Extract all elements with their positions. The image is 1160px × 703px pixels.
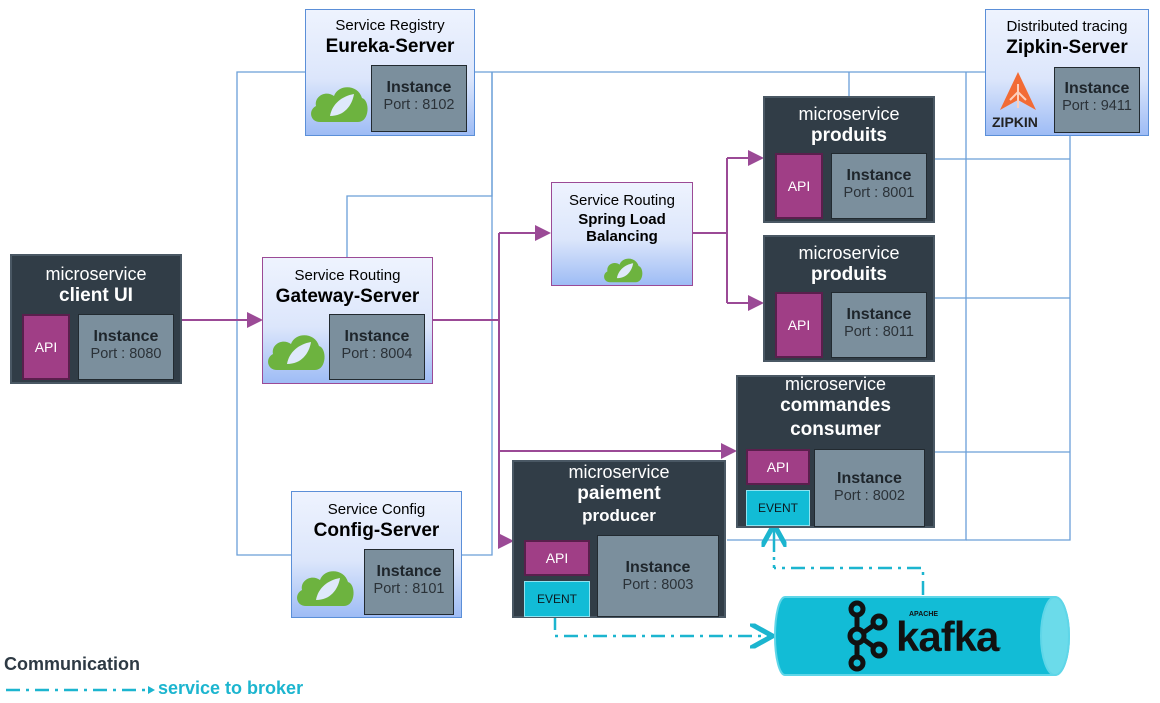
paiement-instance: Instance Port : 8003 <box>597 535 719 617</box>
paiement-api[interactable]: API <box>524 540 590 576</box>
instance-label: Instance <box>846 167 912 184</box>
eureka-instance: Instance Port : 8102 <box>371 65 467 132</box>
line-paiement-to-kafka <box>553 616 770 636</box>
config-server-node[interactable]: Service Config Config-Server Instance Po… <box>291 491 462 618</box>
zipkin-title: Zipkin-Server <box>1006 37 1128 58</box>
commandes-title-line1: commandes <box>780 395 891 416</box>
gateway-instance: Instance Port : 8004 <box>329 314 425 380</box>
kafka-cylinder <box>774 596 1070 676</box>
line-kafka-to-commandes <box>774 566 925 595</box>
routing-lines <box>182 150 764 549</box>
load-balancer-node[interactable]: Service Routing Spring Load Balancing <box>551 182 693 286</box>
port-label: Port : 8004 <box>341 346 413 362</box>
gateway-title: Gateway-Server <box>275 286 420 307</box>
load-balancer-subtitle: Service Routing <box>569 192 675 209</box>
eureka-server-node[interactable]: Service Registry Eureka-Server Instance … <box>305 9 475 136</box>
client-ui-instance: Instance Port : 8080 <box>78 314 174 380</box>
paiement-node[interactable]: microservice paiement producer API EVENT… <box>512 460 726 618</box>
produits-1-node[interactable]: microservice produits API Instance Port … <box>763 96 935 223</box>
commandes-node[interactable]: microservice commandes consumer API EVEN… <box>736 374 935 528</box>
zipkin-server-node[interactable]: Distributed tracing Zipkin-Server ZIPKIN… <box>985 9 1149 136</box>
gateway-server-node[interactable]: Service Routing Gateway-Server Instance … <box>262 257 433 384</box>
produits-1-subtitle: microservice <box>798 104 900 124</box>
instance-label: Instance <box>376 563 442 580</box>
kafka-broker-node[interactable]: APACHE kafka ™ <box>773 595 1073 677</box>
registry-lines <box>236 71 1071 556</box>
line-eureka-left-loop <box>236 71 305 556</box>
port-label: Port : 8080 <box>90 346 162 362</box>
eureka-title: Eureka-Server <box>325 36 455 57</box>
port-label: Port : 8101 <box>373 581 445 597</box>
port-label: Port : 8001 <box>843 185 915 201</box>
client-ui-api[interactable]: API <box>22 314 70 380</box>
instance-label: Instance <box>625 559 691 576</box>
commandes-subtitle: microservice <box>784 374 886 394</box>
gateway-subtitle: Service Routing <box>294 267 401 284</box>
port-label: Port : 8002 <box>834 488 905 504</box>
instance-label: Instance <box>1064 80 1130 97</box>
commandes-instance: Instance Port : 8002 <box>814 449 925 527</box>
paiement-event[interactable]: EVENT <box>524 581 590 617</box>
load-balancer-title-line2: Balancing <box>586 228 658 245</box>
instance-label: Instance <box>344 328 410 345</box>
eureka-subtitle: Service Registry <box>335 17 445 34</box>
produits-2-instance: Instance Port : 8011 <box>831 292 927 358</box>
config-title: Config-Server <box>313 520 440 541</box>
kafka-tm: ™ <box>995 647 1001 653</box>
zipkin-instance: Instance Port : 9411 <box>1054 67 1140 133</box>
produits-1-instance: Instance Port : 8001 <box>831 153 927 219</box>
zipkin-icon <box>1000 72 1036 110</box>
line-zipkin-down <box>966 136 1071 541</box>
port-label: Port : 8011 <box>844 324 914 340</box>
produits-2-api[interactable]: API <box>775 292 823 358</box>
legend-arrow <box>6 686 155 694</box>
produits-1-api[interactable]: API <box>775 153 823 219</box>
config-instance: Instance Port : 8101 <box>364 549 454 615</box>
config-subtitle: Service Config <box>327 501 426 518</box>
commandes-api[interactable]: API <box>746 449 810 485</box>
client-ui-subtitle: microservice <box>45 264 147 284</box>
paiement-title-line1: paiement <box>577 483 661 504</box>
produits-1-title: produits <box>811 125 887 146</box>
instance-label: Instance <box>93 328 159 345</box>
legend-title: Communication <box>4 654 141 674</box>
produits-2-node[interactable]: microservice produits API Instance Port … <box>763 235 935 362</box>
load-balancer-title-line1: Spring Load <box>578 211 666 228</box>
spring-cloud-icon <box>604 258 643 283</box>
kafka-brand-small: APACHE <box>909 611 939 618</box>
kafka-icon <box>847 600 888 672</box>
commandes-title-line2: consumer <box>790 419 881 440</box>
spring-cloud-icon <box>297 571 354 606</box>
legend-item-service-to-broker: service to broker <box>158 678 304 698</box>
paiement-subtitle: microservice <box>568 462 670 482</box>
client-ui-node[interactable]: microservice client UI API Instance Port… <box>10 254 182 384</box>
spring-cloud-icon <box>268 335 325 370</box>
instance-label: Instance <box>846 306 912 323</box>
kafka-brand: kafka <box>896 613 999 660</box>
instance-label: Instance <box>837 470 902 487</box>
produits-2-subtitle: microservice <box>798 243 900 263</box>
broker-lines <box>553 527 925 636</box>
port-label: Port : 8102 <box>383 97 455 113</box>
paiement-title-line2: producer <box>582 506 656 525</box>
zipkin-subtitle: Distributed tracing <box>1006 18 1128 35</box>
spring-cloud-icon <box>311 87 368 122</box>
instance-label: Instance <box>386 79 452 96</box>
zipkin-logo-text: ZIPKIN <box>992 114 1038 130</box>
produits-2-title: produits <box>811 264 887 285</box>
commandes-event[interactable]: EVENT <box>746 490 810 526</box>
client-ui-title: client UI <box>59 285 133 306</box>
line-config-right <box>461 72 493 556</box>
port-label: Port : 8003 <box>622 577 694 593</box>
port-label: Port : 9411 <box>1062 98 1132 114</box>
